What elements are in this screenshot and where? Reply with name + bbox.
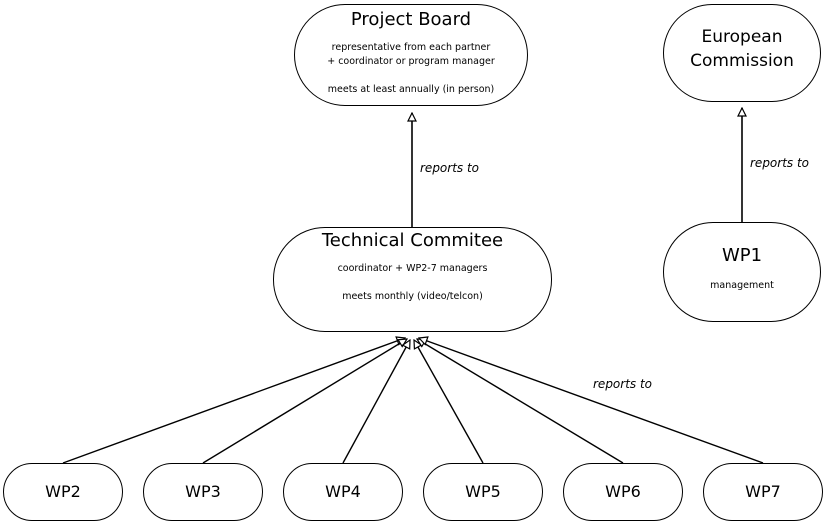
project-board-line3: meets at least annually (in person)	[327, 84, 495, 95]
technical-committee-node: Technical Commitee coordinator + WP2-7 m…	[273, 227, 552, 332]
wp2-node: WP2	[3, 463, 123, 521]
technical-committee-line2: meets monthly (video/telcon)	[342, 291, 483, 302]
edge-label-wp1-to-ec: reports to	[750, 156, 810, 170]
wp1-title: WP1	[721, 245, 763, 266]
project-board-line1: representative from each partner	[331, 42, 491, 53]
wp7-node: WP7	[703, 463, 823, 521]
edge-wp4-to-tc	[342, 340, 410, 464]
european-commission-title-line1: European	[701, 27, 783, 47]
wp5-node: WP5	[423, 463, 543, 521]
wp3-node: WP3	[143, 463, 263, 521]
project-board-node: Project Board representative from each p…	[294, 4, 528, 106]
european-commission-node: European Commission	[663, 4, 821, 102]
european-commission-title-line2: Commission	[690, 51, 794, 71]
edge-wp6-to-tc	[417, 339, 624, 464]
technical-committee-line1: coordinator + WP2-7 managers	[337, 263, 488, 274]
wp6-node: WP6	[563, 463, 683, 521]
wp4-node: WP4	[283, 463, 403, 521]
edge-wp5-to-tc	[414, 340, 484, 464]
edge-wp3-to-tc	[202, 339, 407, 464]
edge-wp2-to-tc	[62, 338, 405, 464]
wp1-node: WP1 management	[663, 222, 821, 322]
wp1-line1: management	[710, 280, 774, 291]
edge-label-tc-to-pb: reports to	[420, 161, 480, 175]
edge-label-wps-to-tc: reports to	[593, 377, 653, 391]
project-board-title: Project Board	[350, 9, 472, 30]
technical-committee-title: Technical Commitee	[321, 230, 504, 251]
project-board-line2: + coordinator or program manager	[327, 56, 495, 67]
edge-wp7-to-tc	[419, 338, 764, 464]
